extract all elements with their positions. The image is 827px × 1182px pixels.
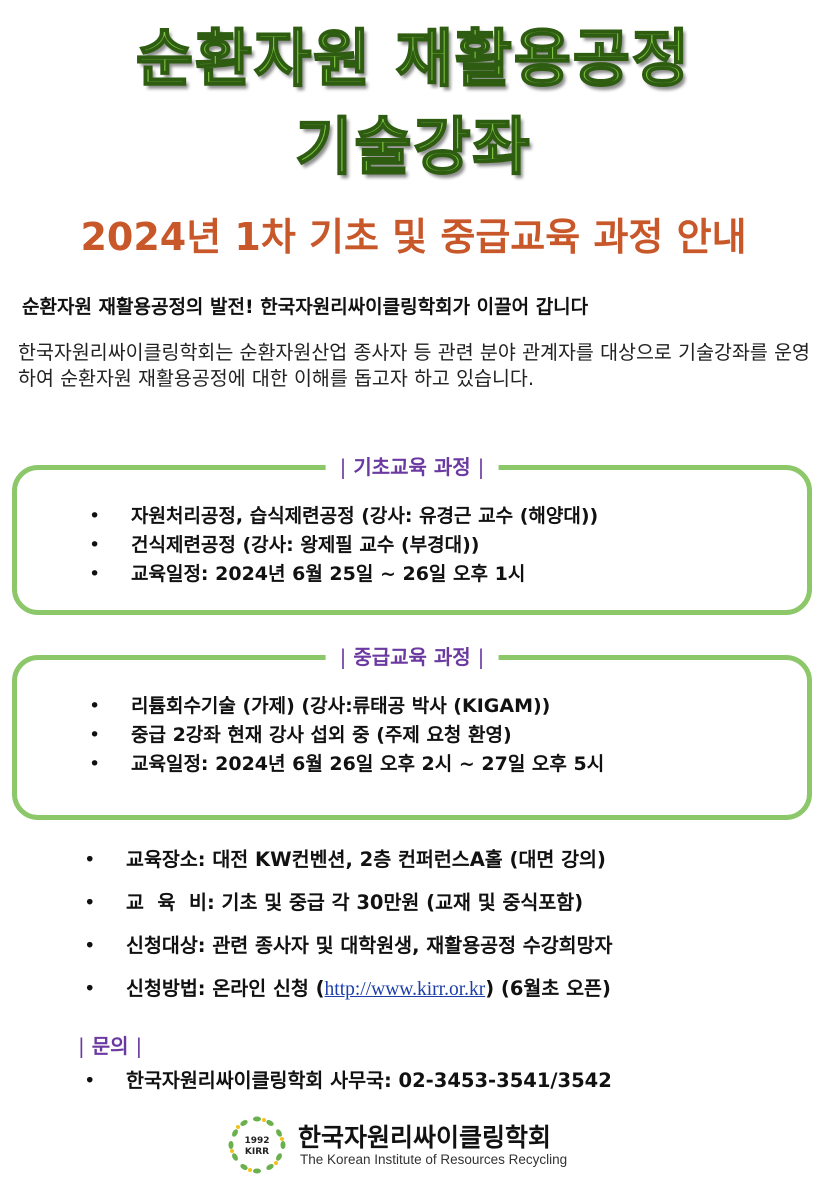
intermediate-course-box: | 중급교육 과정 | •리튬회수기술 (가제) (강사:류태공 박사 (KIG… (12, 641, 812, 820)
info-section: •교육장소: 대전 KW컨벤션, 2층 컨퍼런스A홀 (대면 강의) •교 육 … (84, 838, 613, 1011)
main-title-line2: 기술강좌 (294, 109, 532, 184)
kirr-logo: 1992 KIRR 한국자원리싸이클링학회 The Korean Institu… (226, 1114, 626, 1174)
subtitle: 2024년 1차 기초 및 중급교육 과정 안내 (80, 215, 747, 259)
list-item: •교육일정: 2024년 6월 25일 ~ 26일 오후 1시 (89, 563, 526, 585)
venue-item: •교육장소: 대전 KW컨벤션, 2층 컨퍼런스A홀 (대면 강의) (84, 848, 606, 871)
basic-course-box: | 기초교육 과정 | •자원처리공정, 습식제련공정 (강사: 유경근 교수 … (12, 451, 812, 615)
info-list: •교육장소: 대전 KW컨벤션, 2층 컨퍼런스A홀 (대면 강의) •교 육 … (84, 838, 613, 1011)
logo-year: 1992 (244, 1136, 269, 1146)
logo-abbr: KIRR (245, 1147, 269, 1157)
intermediate-course-label: | 중급교육 과정 | (325, 641, 499, 670)
list-item: •중급 2강좌 현재 강사 섭외 중 (주제 요청 환영) (89, 724, 512, 746)
list-item: •교육일정: 2024년 6월 26일 오후 2시 ~ 27일 오후 5시 (89, 753, 605, 775)
apply-item: •신청방법: 온라인 신청 (http://www.kirr.or.kr) (6… (84, 977, 611, 1000)
contact-office: •한국자원리싸이클링학회 사무국: 02-3453-3541/3542 (84, 1069, 612, 1092)
basic-course-list: •자원처리공정, 습식제련공정 (강사: 유경근 교수 (해양대)) •건식제련… (89, 502, 598, 589)
intro-paragraph: 한국자원리싸이클링학회는 순환자원산업 종사자 등 관련 분야 관계자를 대상으… (18, 341, 810, 390)
list-item: •건식제련공정 (강사: 왕제필 교수 (부경대)) (89, 534, 480, 556)
laurel-emblem-icon: 1992 KIRR (228, 1116, 286, 1174)
target-item: •신청대상: 관련 종사자 및 대학원생, 재활용공정 수강희망자 (84, 934, 613, 957)
list-item: •자원처리공정, 습식제련공정 (강사: 유경근 교수 (해양대)) (89, 505, 599, 527)
intermediate-course-list: •리튬회수기술 (가제) (강사:류태공 박사 (KIGAM)) •중급 2강좌… (89, 692, 604, 779)
fee-item: •교 육 비: 기초 및 중급 각 30만원 (교재 및 중식포함) (84, 891, 584, 914)
main-title-line1: 순환자원 재활용공정 (135, 21, 691, 96)
logo-name-ko: 한국자원리싸이클링학회 (298, 1123, 552, 1152)
list-item: •리튬회수기술 (가제) (강사:류태공 박사 (KIGAM)) (89, 695, 551, 717)
apply-link[interactable]: http://www.kirr.or.kr (324, 979, 486, 1000)
contact-section: •한국자원리싸이클링학회 사무국: 02-3453-3541/3542 (84, 1066, 612, 1096)
basic-course-label: | 기초교육 과정 | (325, 451, 499, 480)
contact-label: | 문의 | (78, 1034, 143, 1058)
logo-name-en: The Korean Institute of Resources Recycl… (300, 1152, 568, 1167)
tagline: 순환자원 재활용공정의 발전! 한국자원리싸이클링학회가 이끌어 갑니다 (22, 296, 589, 318)
